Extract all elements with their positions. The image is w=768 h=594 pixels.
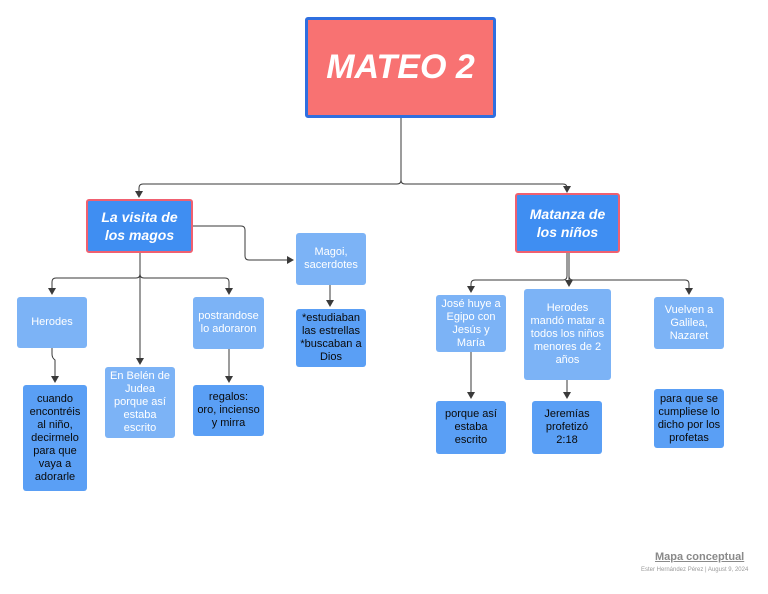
node-postrandose: postrandose lo adoraron (193, 297, 264, 349)
node-herodes: Herodes (17, 297, 87, 348)
connector-herodes-cuando (51, 348, 59, 383)
branch-visita-magos-text: La visita de los magos (101, 209, 178, 243)
node-magoi: Magoi, sacerdotes (296, 233, 366, 285)
node-jose: José huye a Egipo con Jesús y María (436, 295, 506, 352)
footer-title: Mapa conceptual (655, 551, 745, 563)
footer-subtitle: Ester Hernández Pérez | August 9, 2024 (641, 567, 749, 573)
node-regalos: regalos: oro, incienso y mirra (193, 385, 264, 436)
node-cuando-text: cuando encontréis al niño, decirmelo par… (29, 392, 81, 483)
node-para-que: para que se cumpliese lo dicho por los p… (654, 389, 724, 448)
node-jeremias-text: Jeremías profetizó 2:18 (544, 408, 590, 446)
branch-matanza-ninos: Matanza de los niños (515, 193, 620, 253)
node-herodes-mando-text: Herodes mandó matar a todos los niños me… (530, 302, 605, 366)
node-herodes-mando: Herodes mandó matar a todos los niños me… (524, 289, 611, 380)
diagram-title-text: MATEO 2 (326, 48, 475, 86)
connector-visita-postrandose (139, 273, 233, 295)
node-jeremias: Jeremías profetizó 2:18 (532, 401, 602, 454)
branch-matanza-ninos-text: Matanza de los niños (529, 206, 606, 240)
connector-visita-herodes (48, 253, 141, 295)
diagram-title: MATEO 2 (305, 17, 496, 118)
branch-visita-magos: La visita de los magos (86, 199, 193, 253)
node-cuando: cuando encontréis al niño, decirmelo par… (23, 385, 87, 491)
connector-title-visita (135, 118, 402, 198)
node-estudiaban: *estudiaban las estrellas *buscaban a Di… (296, 309, 366, 367)
node-regalos-text: regalos: oro, incienso y mirra (197, 391, 260, 429)
node-postrandose-text: postrandose lo adoraron (198, 310, 259, 335)
connector-title-matanza (400, 179, 571, 193)
node-vuelven-text: Vuelven a Galilea, Nazaret (664, 303, 714, 342)
node-herodes-text: Herodes (31, 316, 73, 328)
connector-matanza-vuelven (568, 275, 693, 295)
node-belen-text: En Belén de Judea porque así estaba escr… (110, 370, 170, 434)
node-jose-text: José huye a Egipo con Jesús y María (441, 297, 501, 349)
node-para-que-text: para que se cumpliese lo dicho por los p… (657, 392, 721, 444)
node-belen: En Belén de Judea porque así estaba escr… (105, 367, 175, 438)
connector-visita-magoi (193, 225, 294, 264)
connector-matanza-jose (467, 253, 568, 293)
node-porque: porque así estaba escrito (436, 401, 506, 454)
node-magoi-text: Magoi, sacerdotes (304, 246, 358, 271)
node-porque-text: porque así estaba escrito (445, 408, 497, 446)
node-estudiaban-text: *estudiaban las estrellas *buscaban a Di… (300, 312, 362, 363)
node-vuelven: Vuelven a Galilea, Nazaret (654, 297, 724, 349)
